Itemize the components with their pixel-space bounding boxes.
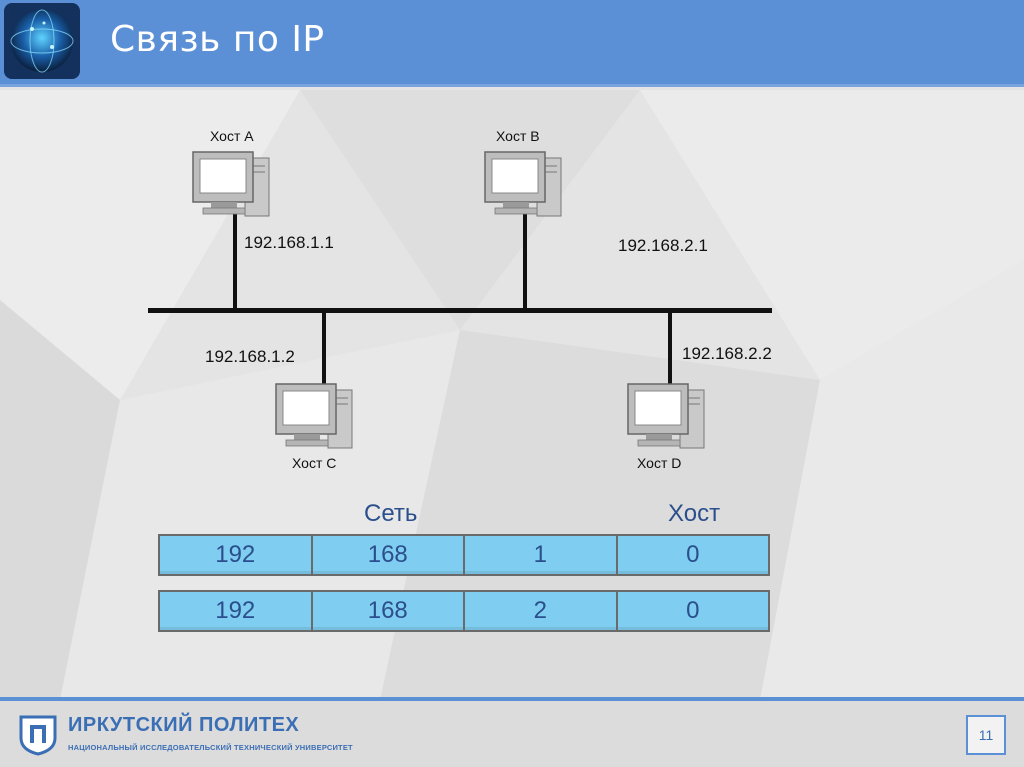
host-part-caption: Хост <box>668 500 721 527</box>
host-d-ip: 192.168.2.2 <box>682 344 772 363</box>
university-emblem-icon <box>19 715 57 756</box>
host-b-label: Хост B <box>496 128 540 144</box>
octet-cell: 0 <box>618 592 769 630</box>
network-part-caption: Сеть <box>364 500 418 527</box>
globe-logo-icon <box>4 3 80 79</box>
slide-title: Связь по IP <box>110 19 325 60</box>
university-name: ИРКУТСКИЙ ПОЛИТЕХ <box>68 714 300 736</box>
computer-icon <box>484 151 562 217</box>
footer-divider <box>0 697 1024 701</box>
link-host-b <box>523 214 527 310</box>
host-a-ip: 192.168.1.1 <box>244 233 334 252</box>
host-c-ip: 192.168.1.2 <box>205 347 295 366</box>
university-subtitle: НАЦИОНАЛЬНЫЙ ИССЛЕДОВАТЕЛЬСКИЙ ТЕХНИЧЕСК… <box>68 743 353 752</box>
link-host-a <box>233 214 237 310</box>
link-host-d <box>668 311 672 391</box>
octet-cell: 192 <box>160 592 313 630</box>
address-row: 192 168 2 0 <box>158 590 770 632</box>
header-divider <box>0 84 1024 87</box>
host-b-ip: 192.168.2.1 <box>618 236 708 255</box>
header-bar <box>0 0 1024 84</box>
address-row: 192 168 1 0 <box>158 534 770 576</box>
link-host-c <box>322 311 326 391</box>
octet-cell: 1 <box>465 536 618 574</box>
octet-cell: 0 <box>618 536 769 574</box>
host-d-label: Хост D <box>637 455 682 471</box>
computer-icon <box>275 383 353 449</box>
octet-cell: 168 <box>313 592 465 630</box>
computer-icon <box>192 151 270 217</box>
octet-cell: 2 <box>465 592 618 630</box>
footer-bar <box>0 701 1024 767</box>
octet-cell: 192 <box>160 536 313 574</box>
host-c-label: Хост C <box>292 455 337 471</box>
network-diagram <box>148 151 772 449</box>
computer-icon <box>627 383 705 449</box>
octet-cell: 168 <box>313 536 465 574</box>
page-number: 11 <box>966 715 1006 755</box>
host-a-label: Хост A <box>210 128 254 144</box>
network-backbone <box>148 308 772 313</box>
